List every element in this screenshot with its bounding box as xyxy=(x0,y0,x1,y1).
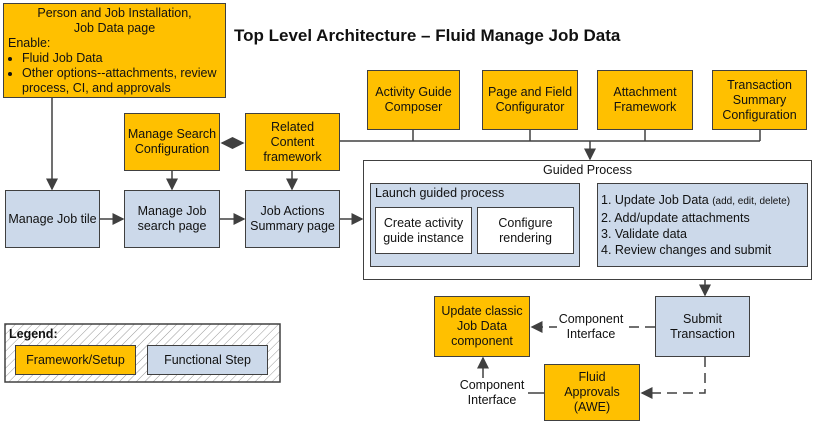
attachment-framework: Attachment Framework xyxy=(597,70,693,130)
arrow-submit-to-approvals xyxy=(640,357,706,399)
page-title: Top Level Architecture – Fluid Manage Jo… xyxy=(234,26,621,45)
launch-title: Launch guided process xyxy=(375,186,505,200)
manage-job-tile: Manage Job tile xyxy=(5,190,100,248)
legend-title: Legend: xyxy=(9,327,58,341)
step-2: 2. Add/update attachments xyxy=(601,211,750,225)
setup-item: Other options--attachments, review proce… xyxy=(22,66,221,96)
create-activity-guide-instance: Create activity guide instance xyxy=(375,207,472,254)
step-1: 1. Update Job Data xyxy=(601,193,709,207)
setup-enable: Enable: xyxy=(8,36,51,50)
legend-functional: Functional Step xyxy=(147,345,268,375)
configure-rendering: Configure rendering xyxy=(477,207,574,254)
ci-label-approvals: Component Interface xyxy=(458,378,526,408)
step-4: 4. Review changes and submit xyxy=(601,243,772,257)
setup-heading-2: Job Data page xyxy=(73,21,156,35)
job-actions-summary-page: Job Actions Summary page xyxy=(245,190,340,248)
update-classic-job-data: Update classic Job Data component xyxy=(434,296,530,357)
step-3: 3. Validate data xyxy=(601,227,687,241)
setup-box: Person and Job Installation, Job Data pa… xyxy=(3,3,226,98)
related-content-framework: Related Content framework xyxy=(245,113,340,171)
transaction-summary-configuration: Transaction Summary Configuration xyxy=(712,70,807,130)
guided-steps: 1. Update Job Data (add, edit, delete) 2… xyxy=(597,183,808,267)
setup-heading-1: Person and Job Installation, xyxy=(37,6,192,20)
ci-label-submit: Component Interface xyxy=(557,312,625,342)
guided-process-title: Guided Process xyxy=(543,163,632,177)
activity-guide-composer: Activity Guide Composer xyxy=(367,70,460,130)
manage-search-configuration: Manage Search Configuration xyxy=(124,113,220,171)
page-field-configurator: Page and Field Configurator xyxy=(482,70,578,130)
fluid-approvals: Fluid Approvals (AWE) xyxy=(544,364,640,421)
submit-transaction: Submit Transaction xyxy=(655,296,750,357)
setup-item: Fluid Job Data xyxy=(22,51,221,66)
step-1-note: (add, edit, delete) xyxy=(712,196,791,207)
manage-job-search-page: Manage Job search page xyxy=(124,190,220,248)
legend-framework: Framework/Setup xyxy=(15,345,136,375)
